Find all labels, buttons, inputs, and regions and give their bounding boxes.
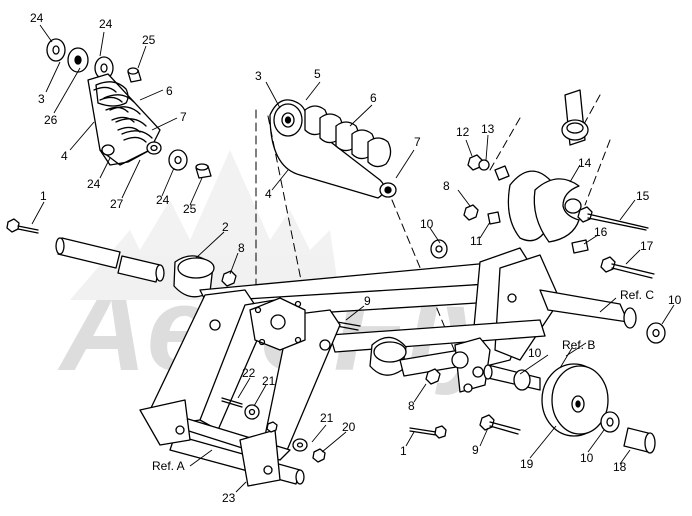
reference-labels: Ref. A Ref. B Ref. C xyxy=(152,288,654,473)
callout-25: 25 xyxy=(142,33,156,47)
callout-4: 4 xyxy=(61,149,68,163)
callout-1: 1 xyxy=(40,189,47,203)
callout-6: 6 xyxy=(166,84,173,98)
callout-27: 27 xyxy=(110,197,124,211)
callout-3: 3 xyxy=(255,69,262,83)
ref-a-label: Ref. A xyxy=(152,459,185,473)
swing-arm xyxy=(6,218,666,487)
callout-9: 9 xyxy=(364,294,371,308)
callout-21: 21 xyxy=(262,374,276,388)
callout-12: 12 xyxy=(456,125,470,139)
callout-6: 6 xyxy=(370,91,377,105)
callout-24: 24 xyxy=(87,177,101,191)
callout-20: 20 xyxy=(342,420,356,434)
callout-23: 23 xyxy=(222,491,236,505)
callout-25: 25 xyxy=(183,202,197,216)
callout-18: 18 xyxy=(613,460,627,474)
callout-labels: 24 24 25 3 26 6 7 4 24 27 24 25 3 5 6 7 … xyxy=(30,11,682,505)
callout-10: 10 xyxy=(420,217,434,231)
ref-c-label: Ref. C xyxy=(620,288,654,302)
callout-7: 7 xyxy=(180,110,187,124)
shock-absorber-left xyxy=(46,38,212,179)
callout-24: 24 xyxy=(99,17,113,31)
callout-19: 19 xyxy=(520,457,534,471)
callout-24: 24 xyxy=(156,193,170,207)
callout-9: 9 xyxy=(472,443,479,457)
shock-absorber-center xyxy=(269,99,397,199)
callout-10: 10 xyxy=(580,451,594,465)
pivot-bracket xyxy=(463,89,655,279)
callout-21: 21 xyxy=(320,411,334,425)
callout-13: 13 xyxy=(481,122,495,136)
callout-8: 8 xyxy=(443,179,450,193)
callout-3: 3 xyxy=(38,92,45,106)
callout-22: 22 xyxy=(242,366,256,380)
callout-7: 7 xyxy=(414,135,421,149)
callout-26: 26 xyxy=(44,113,58,127)
callout-10: 10 xyxy=(528,346,542,360)
callout-14: 14 xyxy=(578,156,592,170)
callout-24: 24 xyxy=(30,11,44,25)
callout-10: 10 xyxy=(668,293,682,307)
callout-2: 2 xyxy=(222,220,229,234)
callout-17: 17 xyxy=(640,239,654,253)
callout-11: 11 xyxy=(470,234,483,248)
callout-5: 5 xyxy=(314,67,321,81)
callout-1: 1 xyxy=(400,444,407,458)
callout-16: 16 xyxy=(594,225,608,239)
callout-15: 15 xyxy=(636,189,650,203)
leader-lines xyxy=(31,24,675,493)
callout-8: 8 xyxy=(408,399,415,413)
ref-b-label: Ref. B xyxy=(562,338,595,352)
callout-4: 4 xyxy=(265,187,272,201)
callout-8: 8 xyxy=(238,241,245,255)
